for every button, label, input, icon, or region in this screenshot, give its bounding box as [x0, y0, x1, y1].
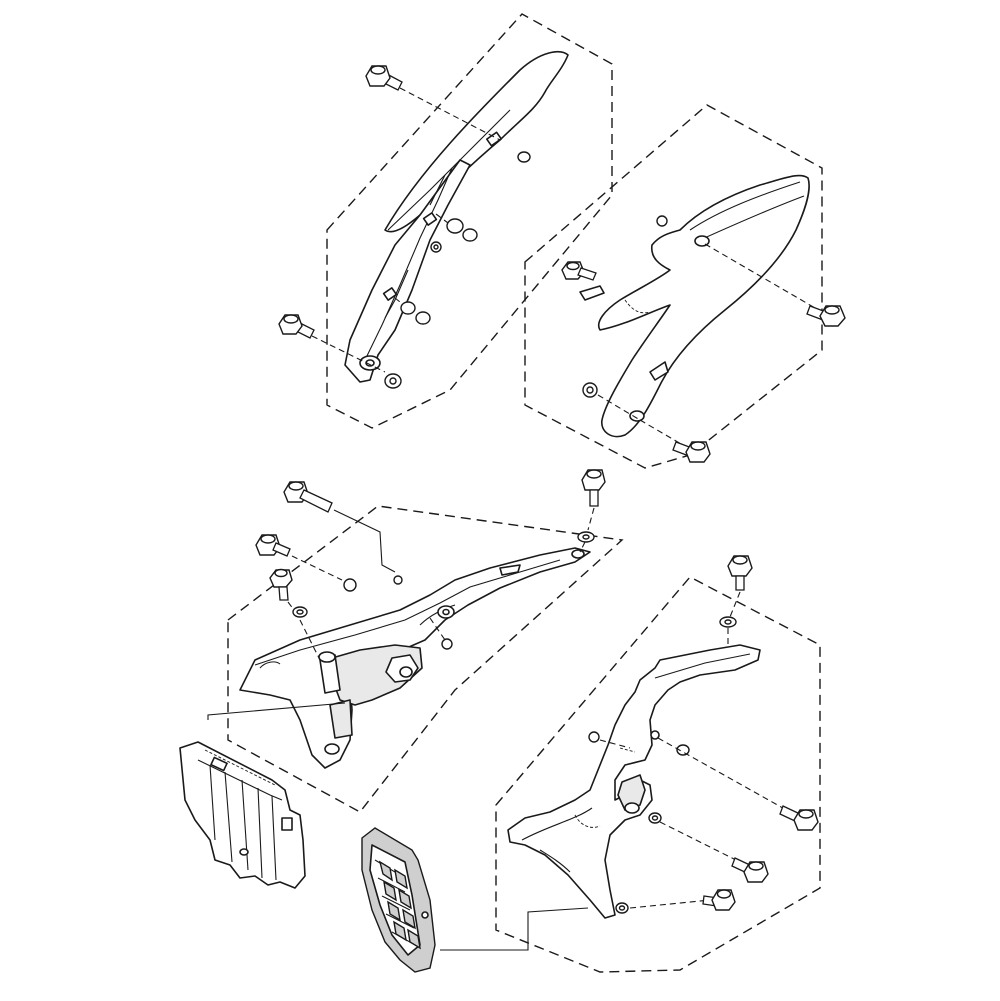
bolt-lower-right-3 — [731, 857, 769, 883]
washer-lower-right-3 — [615, 899, 711, 914]
side-cover-left-upper — [344, 51, 569, 383]
bolt-lower-right-4 — [702, 889, 736, 911]
clip-upper-right-1 — [579, 285, 605, 301]
grommet-lower-right-2 — [676, 744, 690, 756]
washer-lower-right-1 — [719, 616, 737, 648]
bolt-lower-left-3 — [269, 568, 301, 619]
group-outline-upper-left — [326, 13, 613, 429]
grommet-upper-left-1 — [517, 151, 531, 163]
grommet-lower-left-2 — [343, 578, 357, 592]
grommet-lower-left-1 — [393, 575, 403, 585]
radiator-guard-louver-right — [361, 827, 589, 973]
grommet-lower-left-3 — [429, 617, 453, 650]
washer-upper-right-1 — [582, 382, 641, 421]
side-cover-right-upper — [598, 174, 810, 438]
grommet-upper-left-3 — [394, 297, 431, 325]
group-outline-lower-right — [495, 576, 821, 973]
group-outline-lower-left — [227, 505, 624, 813]
bolt-lower-left-4 — [581, 469, 606, 531]
radiator-guard-louver-left — [179, 702, 346, 889]
washer-upper-left-1 — [430, 241, 442, 253]
radiator-shroud-right — [507, 644, 761, 919]
grommet-upper-left-2 — [435, 213, 478, 242]
washer-lower-right-2 — [648, 812, 741, 863]
group-outline-upper-right — [524, 104, 823, 469]
bolt-upper-right-1 — [561, 261, 597, 281]
washer-lower-left-2 — [577, 531, 595, 553]
bolt-lower-right-1 — [727, 555, 753, 618]
grommet-lower-right-1 — [588, 731, 631, 749]
bolt-upper-right-3 — [639, 419, 711, 463]
grommet-upper-right-1 — [656, 215, 668, 227]
washer-lower-left-1 — [292, 606, 321, 661]
bolt-lower-left-1 — [283, 481, 396, 573]
washer-upper-left-2 — [384, 373, 402, 389]
bolt-upper-left-2 — [278, 314, 386, 373]
radiator-shroud-left — [239, 547, 591, 769]
bolt-lower-left-2 — [255, 534, 343, 581]
bolt-upper-left-1 — [365, 65, 501, 141]
bolt-lower-right-2 — [657, 737, 819, 831]
bolt-upper-right-2 — [704, 243, 846, 327]
